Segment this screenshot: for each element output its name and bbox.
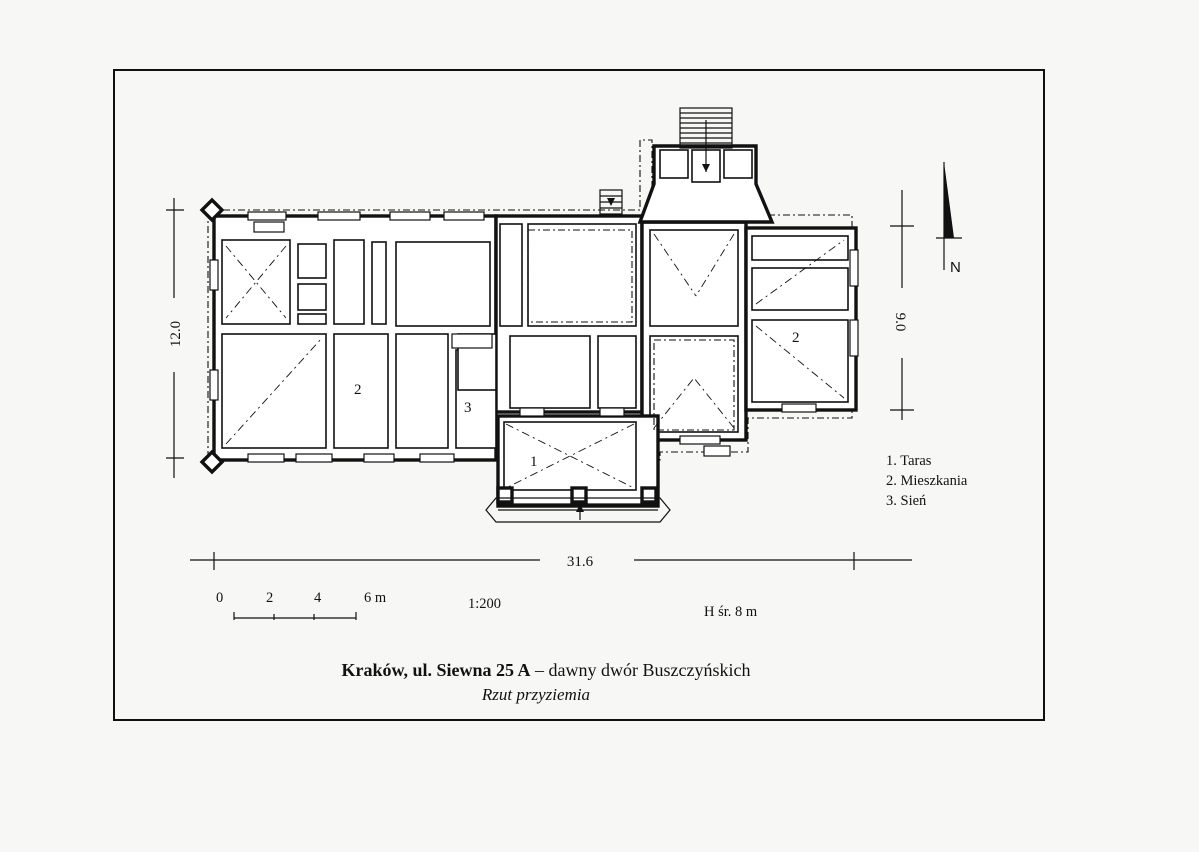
room-annex-north (751, 235, 849, 261)
room-label-terrace: 1 (530, 454, 538, 470)
scale-ratio: 1:200 (468, 596, 501, 612)
buttress-sw (199, 449, 225, 475)
scale-tick-0: 0 (216, 590, 223, 606)
room-annex-mid (751, 267, 849, 311)
room-small-a (297, 243, 327, 279)
scale-bar: 0 2 4 6 m 1:200 (216, 590, 501, 620)
dimension-length-bottom: 31.6 (567, 554, 594, 570)
room-central-south-b (597, 335, 637, 409)
height-note: H śr. 8 m (704, 604, 758, 620)
room-nw (221, 239, 291, 325)
north-arrow: N (936, 162, 962, 276)
small-north-stair (599, 189, 623, 215)
foundation-outline (207, 139, 853, 461)
room-dwelling-east (751, 319, 849, 403)
room-sw (221, 333, 327, 449)
sheet-frame (113, 69, 1045, 721)
room-corridor-a (333, 239, 365, 325)
tower-room-right (723, 149, 753, 179)
room-label-dwelling-east: 2 (792, 330, 800, 346)
tower-room-left (659, 149, 689, 179)
drawing-title-bold: Kraków, ul. Siewna 25 A (341, 660, 530, 680)
north-stair (679, 107, 733, 172)
room-east-south (649, 335, 739, 433)
dimension-left: 12.0 (166, 198, 184, 478)
room-label-dwelling-west: 2 (354, 382, 362, 398)
scale-tick-2: 2 (266, 590, 273, 606)
room-central-south-a (509, 335, 591, 409)
room-east-north (649, 229, 739, 327)
scale-tick-4: 4 (314, 590, 322, 606)
legend: 1. Taras 2. Mieszkania 3. Sień (886, 453, 968, 509)
drawing-subtitle: Rzut przyziemia (481, 685, 590, 704)
legend-item-3: 3. Sień (886, 493, 927, 509)
legend-item-2: 2. Mieszkania (886, 473, 968, 489)
room-corridor-b (371, 241, 387, 325)
dimension-bottom: 31.6 (190, 552, 912, 570)
window-marks (209, 211, 859, 463)
room-central-passage (499, 223, 523, 327)
dimension-height-right: 9.0 (892, 313, 908, 332)
scale-tick-6: 6 m (364, 590, 387, 606)
room-small-b (297, 283, 327, 311)
north-label: N (950, 259, 961, 276)
room-label-hall: 3 (464, 400, 472, 416)
room-central-north (527, 223, 637, 327)
legend-item-1: 1. Taras (886, 453, 932, 469)
dimension-height-left: 12.0 (168, 321, 184, 347)
drawing-title-rest: – dawny dwór Buszczyńskich (531, 660, 751, 680)
drawing-title: Kraków, ul. Siewna 25 A – dawny dwór Bus… (341, 660, 750, 680)
dimension-right: 9.0 (890, 190, 914, 420)
room-dwelling-west (333, 333, 389, 449)
terrace (485, 414, 671, 523)
floor-plan: 1 2 2 3 (199, 107, 859, 523)
room-south-mid (395, 333, 449, 449)
room-north-mid (395, 241, 491, 327)
buttress-nw (199, 197, 225, 223)
room-small-c (297, 313, 327, 325)
north-arrow-icon (944, 162, 954, 238)
